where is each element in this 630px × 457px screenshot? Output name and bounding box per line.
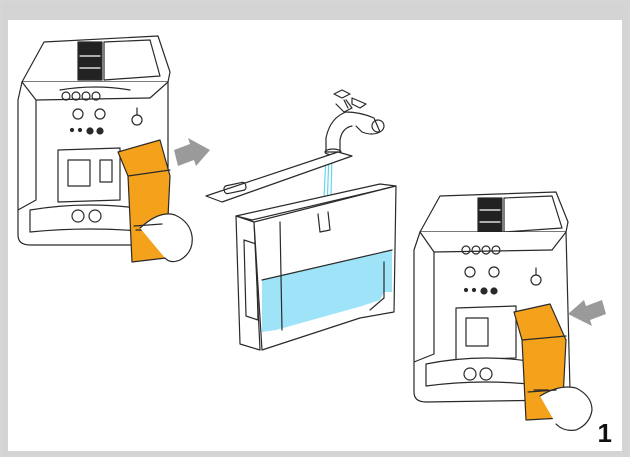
- water-tank: [236, 184, 396, 350]
- step-number: 1: [598, 418, 612, 449]
- faucet: [325, 90, 384, 155]
- coffee-machine-right: [414, 192, 592, 430]
- coffee-machine-left: [18, 36, 192, 262]
- arrow-remove-icon: [174, 138, 210, 166]
- arrow-insert-icon: [568, 300, 606, 326]
